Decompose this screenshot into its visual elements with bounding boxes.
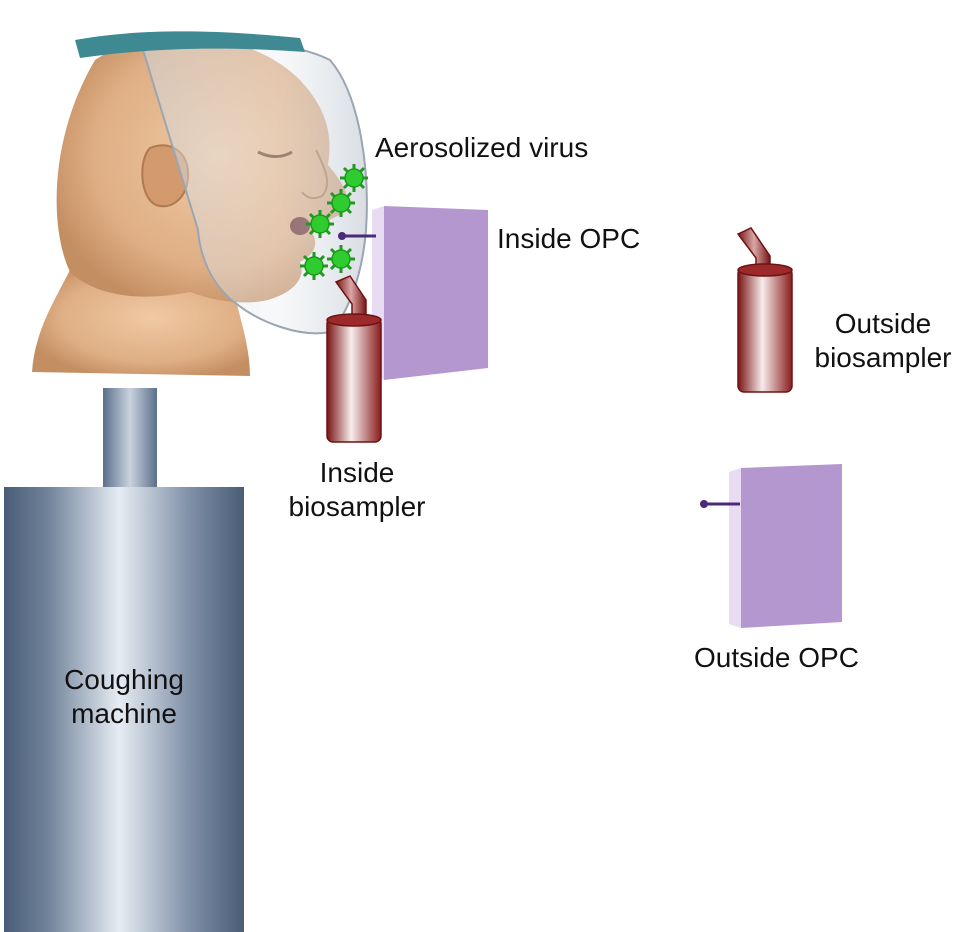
label-inside-biosampler-line1: Inside	[319, 457, 395, 488]
virus-particle-icon	[300, 164, 368, 280]
label-outside-opc: Outside OPC	[694, 642, 859, 673]
inside-biosampler-icon	[326, 275, 382, 443]
outside-biosampler-icon	[736, 227, 793, 393]
label-aerosolized-virus: Aerosolized virus	[375, 132, 589, 163]
mannequin-head-icon	[32, 31, 368, 376]
label-outside-biosampler-line1: Outside	[834, 308, 932, 339]
outside-opc-icon	[700, 464, 842, 628]
label-coughing-machine-line1: Coughing	[64, 664, 184, 695]
coughing-machine-icon	[4, 388, 244, 932]
label-inside-opc: Inside OPC	[497, 223, 641, 254]
label-outside-biosampler: Outside biosampler	[801, 307, 965, 375]
label-coughing-machine: Coughing machine	[34, 663, 214, 731]
label-coughing-machine-line2: machine	[71, 698, 177, 729]
label-inside-biosampler: Inside biosampler	[272, 456, 442, 524]
label-outside-biosampler-line2: biosampler	[814, 342, 952, 373]
label-inside-biosampler-line2: biosampler	[288, 491, 426, 522]
